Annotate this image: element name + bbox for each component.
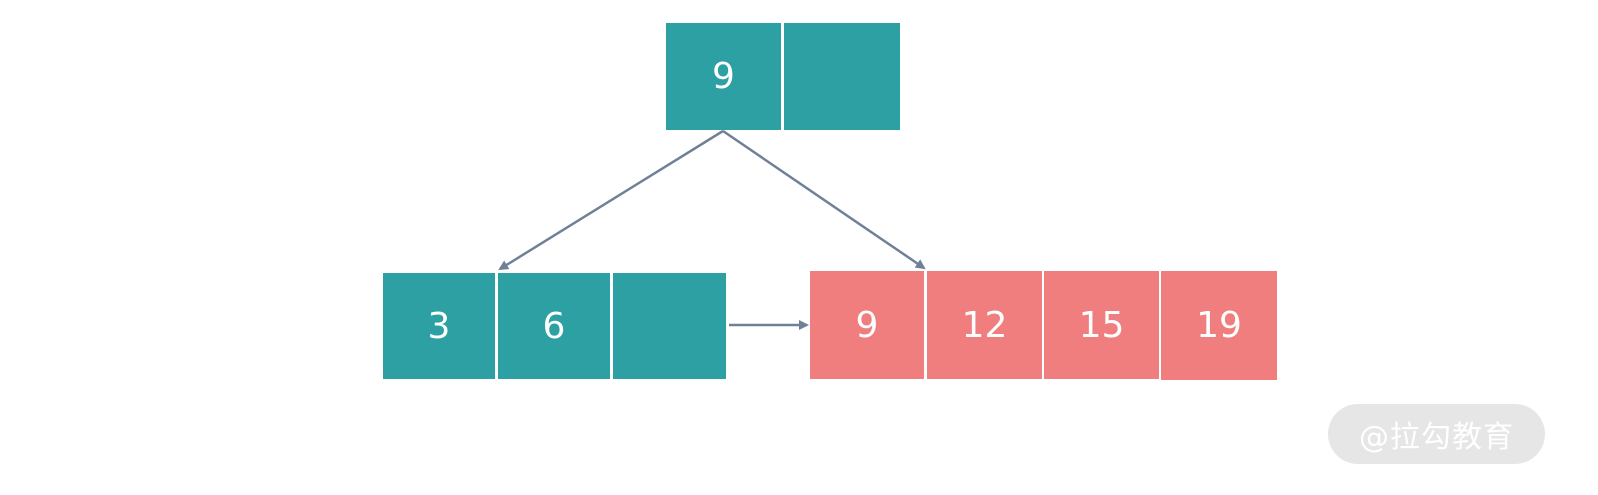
left-leaf-key-3 — [613, 273, 726, 379]
right-leaf-key-4: 19 — [1161, 271, 1277, 380]
right-leaf-key-2: 12 — [927, 271, 1042, 379]
right-leaf-key-3: 15 — [1044, 271, 1159, 379]
watermark: @拉勾教育 — [1328, 404, 1545, 464]
right-leaf-key-1: 9 — [810, 271, 924, 379]
root-key-1: 9 — [666, 23, 781, 130]
root-key-2 — [784, 23, 900, 130]
left-leaf-key-1: 3 — [383, 273, 495, 379]
left-leaf-key-2: 6 — [498, 273, 610, 379]
edge-root-to-left-leaf — [498, 129, 724, 271]
edge-root-to-right-leaf — [722, 129, 926, 270]
